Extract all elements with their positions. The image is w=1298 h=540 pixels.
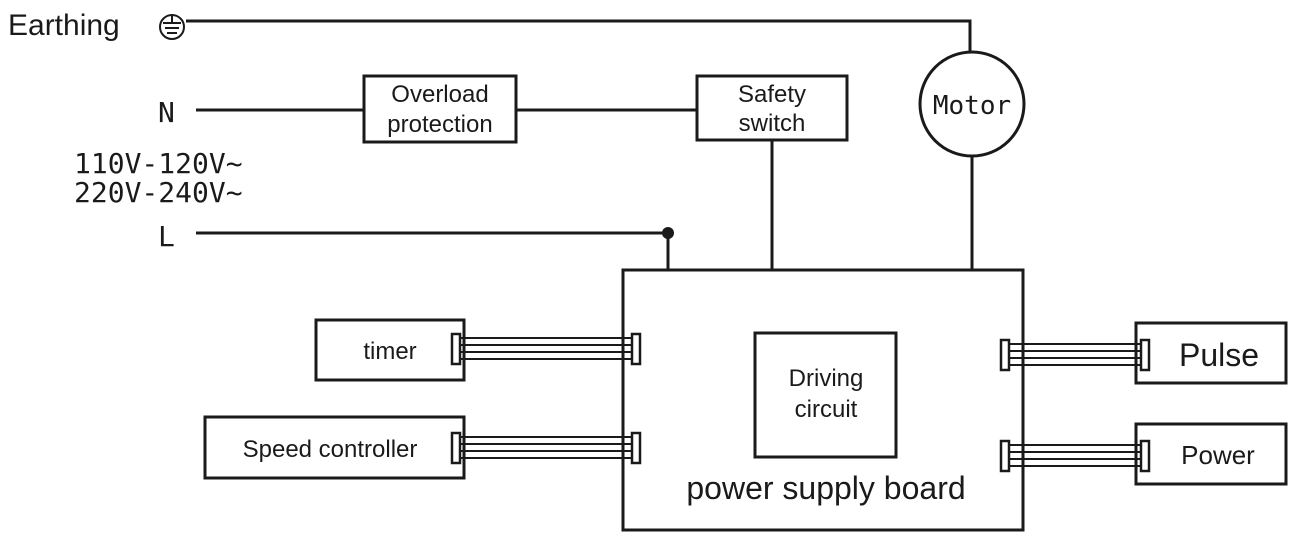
motor-circle: Motor xyxy=(918,50,1026,158)
driving-label-2: circuit xyxy=(795,396,858,423)
earth-ground-icon xyxy=(159,14,185,40)
earth-wire xyxy=(186,19,972,52)
earthing-label: Earthing xyxy=(8,9,120,42)
voltage-label-1: 110V-120V~ xyxy=(74,147,243,180)
neutral-label: N xyxy=(158,96,175,129)
overload-protection-box: Overload protection xyxy=(362,74,518,144)
safety-switch-box: Safety switch xyxy=(695,74,849,142)
driving-label-1: Driving xyxy=(789,365,864,392)
power-box: Power xyxy=(1134,422,1288,486)
timer-label: timer xyxy=(363,338,416,365)
board-label: power supply board xyxy=(686,470,965,506)
pulse-ribbon-cable xyxy=(999,338,1151,372)
safety-label-1: Safety xyxy=(738,81,806,108)
speed-controller-label: Speed controller xyxy=(243,436,418,463)
overload-label-1: Overload xyxy=(391,81,488,108)
voltage-label-2: 220V-240V~ xyxy=(74,176,243,209)
safety-label-2: switch xyxy=(739,110,806,137)
timer-box: timer xyxy=(314,318,466,382)
pulse-label: Pulse xyxy=(1179,337,1259,373)
pulse-box: Pulse xyxy=(1134,321,1288,385)
motor-label: Motor xyxy=(933,91,1011,121)
live-label: L xyxy=(158,220,175,253)
power-ribbon-cable xyxy=(999,439,1151,473)
timer-ribbon-cable xyxy=(450,332,642,366)
speed-controller-ribbon-cable xyxy=(450,431,642,465)
overload-label-2: protection xyxy=(387,111,492,138)
speed-controller-box: Speed controller xyxy=(203,415,466,480)
power-label: Power xyxy=(1181,440,1255,470)
driving-circuit-box: Driving circuit xyxy=(753,331,898,459)
